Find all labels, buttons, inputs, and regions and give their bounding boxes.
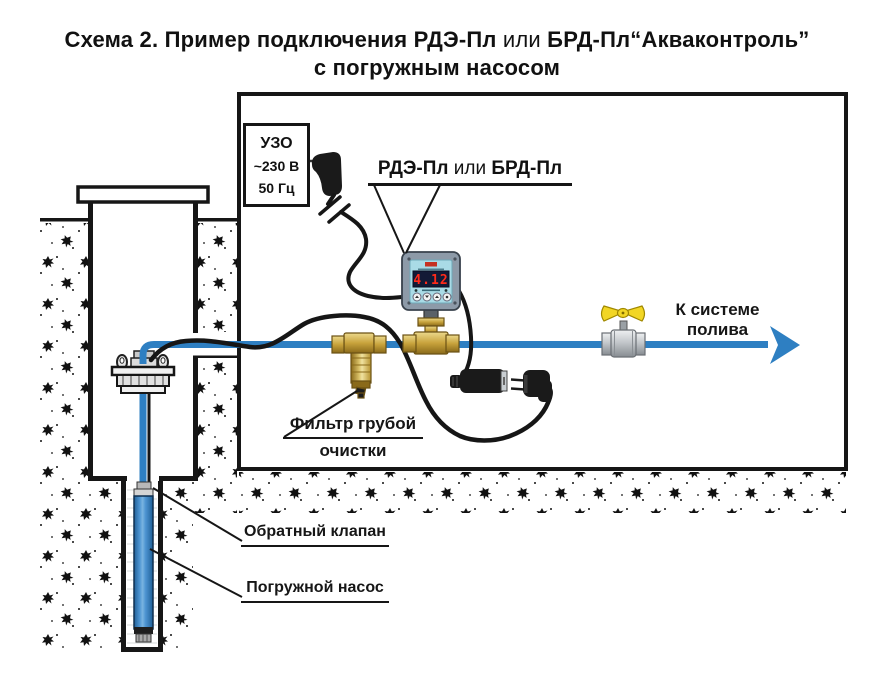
- coarse-filter: [331, 332, 387, 399]
- check-valve-label: Обратный клапан: [241, 523, 389, 548]
- power-plug-icon: [311, 152, 342, 196]
- submersible-pump: [133, 495, 154, 643]
- page-title: Схема 2. Пример подключения РДЭ-Пл или Б…: [0, 26, 874, 82]
- irrigation-label: К системе полива: [675, 300, 760, 339]
- uzo-box: УЗО ~230 В 50 Гц: [243, 123, 310, 207]
- title-part-1: Схема 2. Пример подключения РДЭ-Пл: [64, 27, 503, 52]
- main-water-pipe: [139, 341, 768, 364]
- controller-buttons: [412, 292, 452, 302]
- uzo-power-cable: [309, 152, 404, 300]
- leader-lines: [149, 184, 441, 598]
- title-line-1: Схема 2. Пример подключения РДЭ-Пл или Б…: [0, 26, 874, 54]
- title-part-3: БРД-Пл“Акваконтроль”: [540, 27, 810, 52]
- device-socket-cable: [457, 289, 474, 378]
- controller-label-part-2: или: [453, 158, 487, 179]
- pump-power-cable: [148, 313, 553, 443]
- ball-valve: [600, 305, 646, 358]
- title-part-2: или: [502, 27, 541, 52]
- ground-surface-line: [40, 218, 239, 222]
- pressure-controller: 4.12: [401, 251, 461, 311]
- filter-label-line2: очистки: [319, 441, 387, 460]
- brand-mark: [425, 262, 437, 267]
- uzo-frequency: 50 Гц: [258, 179, 295, 196]
- controller-display: [412, 270, 450, 288]
- cable-break-icon: [318, 195, 351, 224]
- controller-label: РДЭ-Пл или БРД-Пл: [368, 158, 572, 186]
- pump-label: Погружной насос: [241, 579, 389, 604]
- ground-texture: [40, 223, 846, 650]
- pipe-tee-fitting: [402, 309, 460, 355]
- flow-arrow-icon: [770, 326, 800, 364]
- controller-display-value: 4.12: [413, 273, 448, 288]
- device-socket-icon: [450, 369, 508, 393]
- well-lid: [76, 185, 210, 204]
- valve-handle-icon: [600, 305, 646, 322]
- controller-label-part-3: БРД-Пл: [486, 158, 563, 179]
- filter-label-line1: Фильтр грубой: [283, 414, 423, 439]
- title-line-2: с погружным насосом: [313, 55, 561, 80]
- uzo-label: УЗО: [260, 134, 293, 152]
- pump-plug-icon: [510, 370, 552, 402]
- uzo-voltage: ~230 В: [253, 158, 300, 174]
- check-valve: [133, 481, 154, 498]
- controller-label-part-1: РДЭ-Пл: [377, 158, 454, 179]
